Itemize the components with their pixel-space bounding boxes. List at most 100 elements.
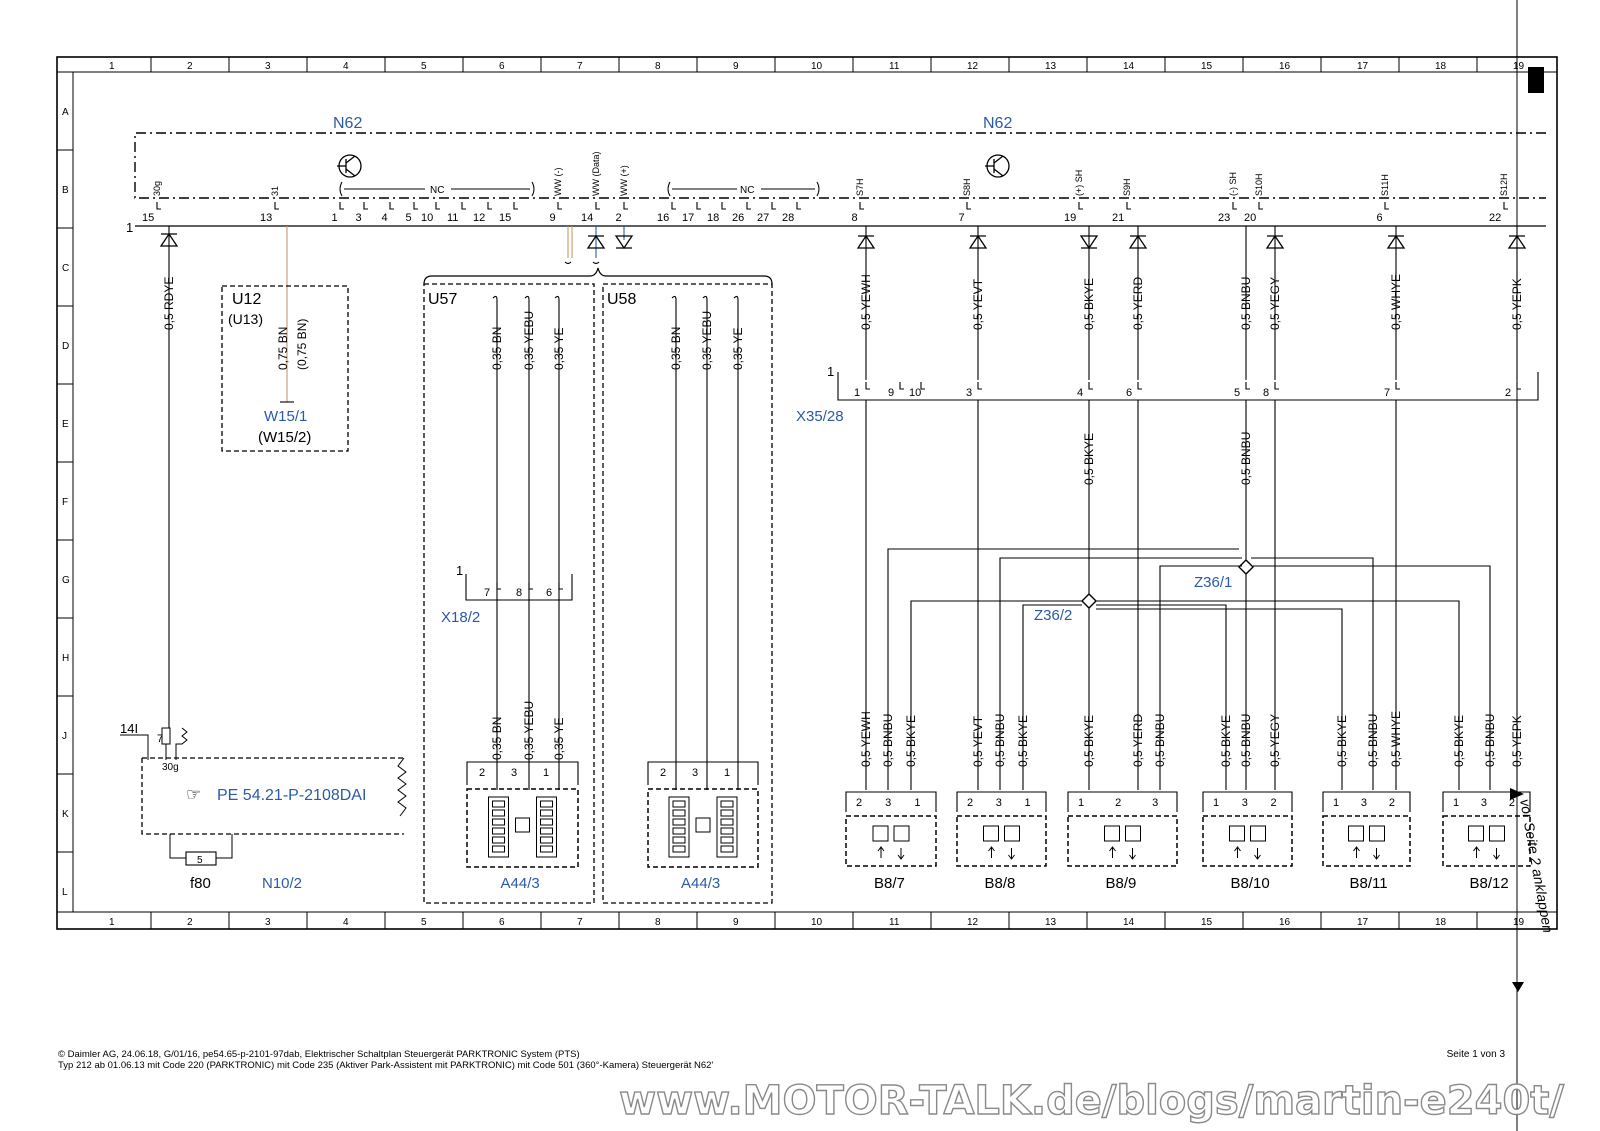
column-label: 13 (1045, 61, 1057, 72)
wire-label: 0,5 YEPK (1510, 715, 1524, 767)
column-label: 4 (343, 917, 349, 928)
control-unit-n62: N62 N62 1 NC NC (126, 115, 1546, 235)
control-unit-pin: 17 (682, 202, 701, 224)
control-unit-pin: 27 (757, 202, 776, 224)
svg-text:1: 1 (1453, 797, 1459, 809)
svg-text:3: 3 (356, 212, 362, 224)
wires (159, 226, 1527, 790)
svg-text:9: 9 (550, 212, 556, 224)
svg-text:3: 3 (511, 767, 517, 779)
x18-2-label: X18/2 (441, 609, 480, 626)
svg-text:S9H: S9H (1122, 178, 1132, 196)
wire-label: 0,5 BNBU (993, 714, 1007, 767)
svg-text:13: 13 (260, 212, 272, 224)
svg-text:1: 1 (914, 797, 920, 809)
wire-label: 0,5 YEVT (971, 278, 985, 330)
wire-label: 0,5 YEPK (1510, 278, 1524, 330)
svg-text:4: 4 (382, 212, 388, 224)
svg-text:22: 22 (1489, 212, 1501, 224)
wire-label: 0,35 YE (552, 718, 566, 760)
a44-3-label: A44/3 (681, 875, 720, 892)
row-label: E (62, 419, 69, 430)
wire-label: 0,5 BKYE (1016, 715, 1030, 767)
row-label: C (62, 263, 69, 274)
wire-label: 0,35 BN (490, 327, 504, 370)
control-unit-pin: 15 (499, 202, 518, 224)
wire-label: 0,5 YERD (1131, 277, 1145, 330)
svg-text:6: 6 (1377, 212, 1383, 224)
pin-14i-label: 14I (120, 721, 138, 736)
pin-30g-label: 30g (162, 762, 179, 773)
column-label: 5 (421, 917, 427, 928)
svg-text:1: 1 (1333, 797, 1339, 809)
wire-label: 0,5 YEWH (859, 711, 873, 767)
u58-label: U58 (607, 291, 636, 308)
column-label: 16 (1279, 917, 1291, 928)
nc-label: NC (430, 185, 444, 196)
wire-label: 0,75 BN (276, 327, 290, 370)
svg-text:20: 20 (1244, 212, 1256, 224)
svg-text:8: 8 (852, 212, 858, 224)
connector-number: 1 (126, 220, 133, 235)
column-label: 10 (811, 61, 823, 72)
column-label: 2 (187, 61, 193, 72)
svg-text:17: 17 (682, 212, 694, 224)
wire-label: 0,5 BKYE (904, 715, 918, 767)
control-unit-pin: 23(-) SH (1218, 172, 1238, 224)
z36-1-label: Z36/1 (1194, 574, 1232, 591)
svg-text:7: 7 (484, 587, 490, 599)
wire-label: 0,5 RDYE (162, 277, 176, 330)
wire-label: 0,5 WHYE (1389, 711, 1403, 767)
column-label: 3 (265, 61, 271, 72)
column-ticks: 1122334455667788991010111112121313141415… (109, 57, 1525, 929)
svg-text:3: 3 (885, 797, 891, 809)
svg-text:31: 31 (270, 186, 280, 196)
svg-text:3: 3 (996, 797, 1002, 809)
column-label: 13 (1045, 917, 1057, 928)
w15-1-label: W15/1 (264, 408, 307, 425)
control-unit-pin: 21 S9H (1112, 178, 1132, 224)
wire-label: 0,35 YEBU (522, 701, 536, 760)
svg-text:WW (-): WW (-) (553, 168, 563, 196)
pe-reference-link[interactable]: PE 54.21-P-2108DAI (217, 787, 366, 804)
column-label: 7 (577, 917, 583, 928)
column-label: 6 (499, 61, 505, 72)
wire-label: 0,5 BNBU (1239, 432, 1253, 485)
column-label: 12 (967, 917, 979, 928)
row-label: J (62, 731, 67, 742)
control-unit-pin: 2WW (+) (616, 165, 630, 224)
svg-text:2: 2 (856, 797, 862, 809)
row-label: D (62, 341, 69, 352)
svg-text:1: 1 (1025, 797, 1031, 809)
hand-pointer-icon: ☞ (186, 785, 201, 804)
wire-label: 0,5 YERD (1131, 714, 1145, 767)
column-label: 19 (1513, 61, 1525, 72)
wire-label: 0,5 BNBU (1239, 714, 1253, 767)
column-label: 10 (811, 917, 823, 928)
svg-text:15: 15 (142, 212, 154, 224)
column-label: 18 (1435, 917, 1447, 928)
wire-label: 0,5 BNBU (1239, 277, 1253, 330)
transistor-icon (337, 154, 362, 178)
column-label: 1 (109, 61, 115, 72)
wire-label: 0,35 BN (490, 717, 504, 760)
control-unit-pin: 13 31 (260, 186, 280, 224)
wire-label: 0,5 BKYE (1082, 433, 1096, 485)
svg-text:21: 21 (1112, 212, 1124, 224)
svg-text:1: 1 (724, 767, 730, 779)
control-unit-pin: 19(+) SH (1064, 170, 1084, 224)
svg-text:15: 15 (499, 212, 511, 224)
column-label: 9 (733, 917, 739, 928)
row-label: B (62, 185, 69, 196)
column-label: 16 (1279, 61, 1291, 72)
wire-label: 0,5 BKYE (1452, 715, 1466, 767)
